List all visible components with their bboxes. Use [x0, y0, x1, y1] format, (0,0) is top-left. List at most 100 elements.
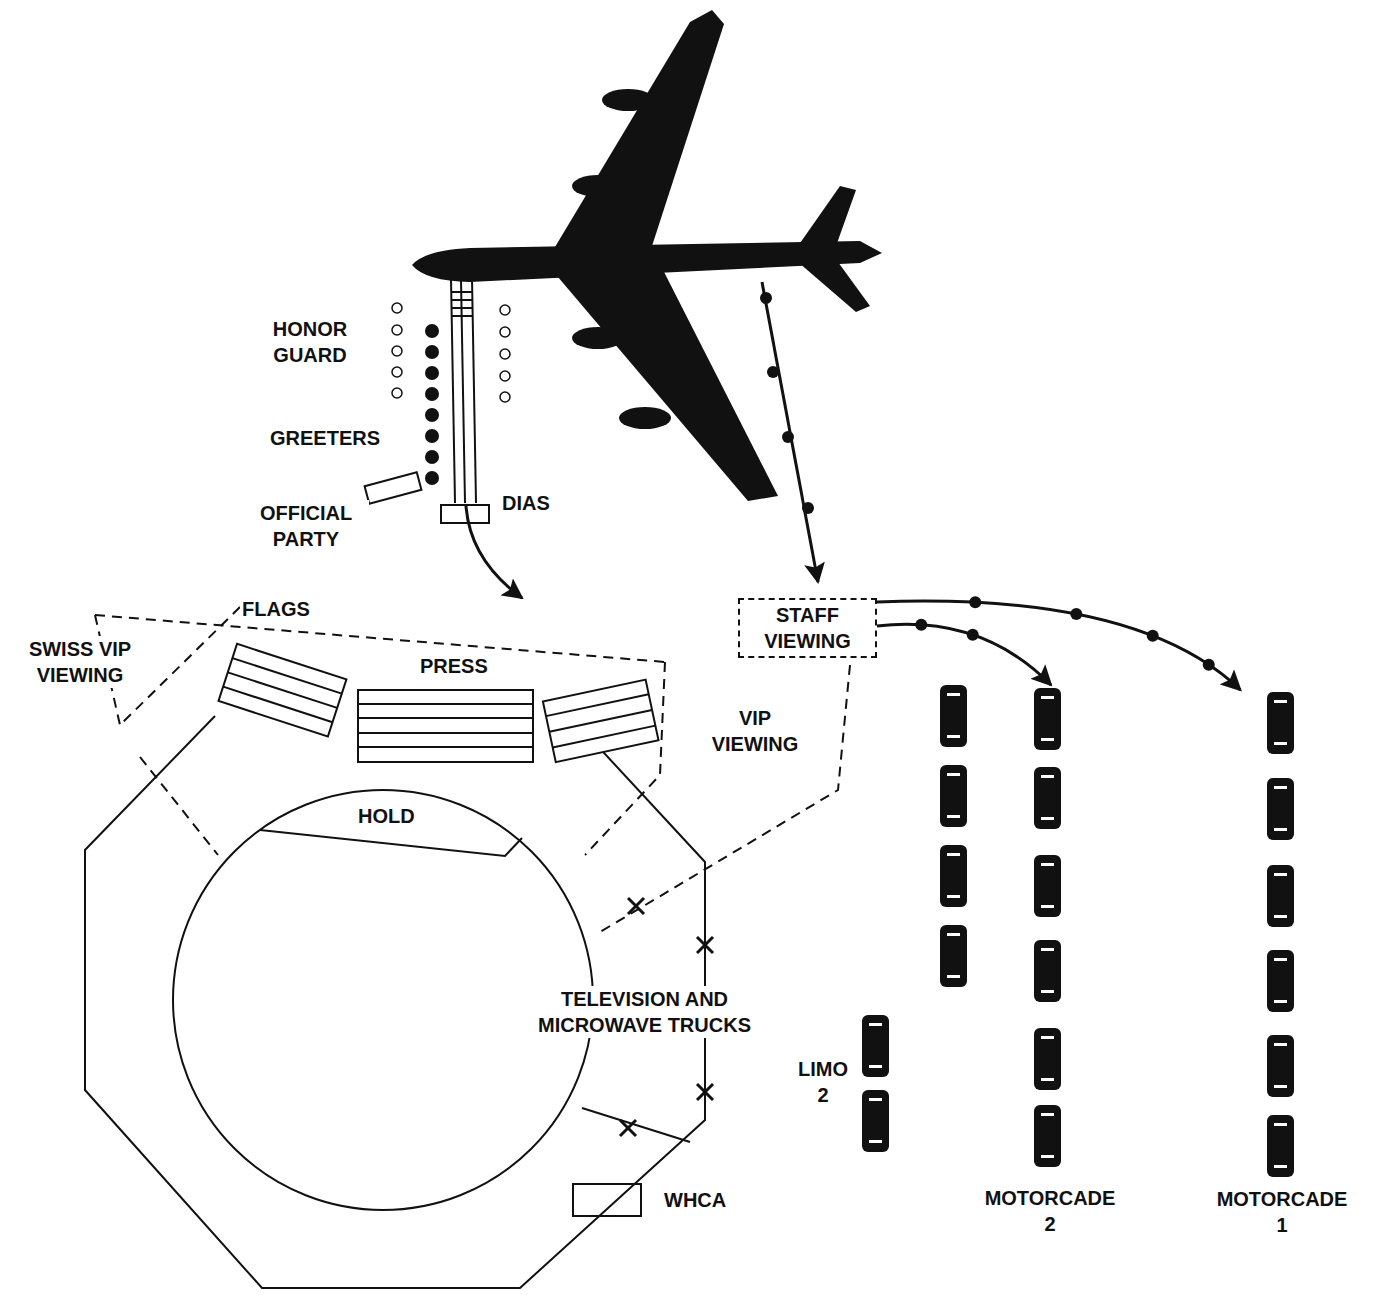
label-holder: VIP VIEWING — [700, 705, 810, 757]
label-holder: TELEVISION AND MICROWAVE TRUCKS — [532, 986, 757, 1038]
press-stands-part-part — [553, 726, 656, 748]
car-window — [1041, 738, 1054, 741]
car-symbol — [1267, 778, 1294, 840]
x-marks-part — [628, 898, 644, 914]
stairs-part — [451, 278, 455, 503]
stairs-part — [451, 315, 472, 317]
car-window — [869, 1023, 882, 1026]
unlabeled-cars-part — [940, 845, 967, 907]
unlabeled-cars-part — [947, 735, 960, 738]
car-symbol — [1034, 767, 1061, 829]
unlabeled-cars-part — [947, 975, 960, 978]
shape-label: LIMO 2 — [790, 1056, 856, 1108]
motorcade-column: MOTORCADE 1 — [1212, 690, 1354, 1245]
label-holder: PRESS — [418, 653, 508, 679]
car-window — [869, 1098, 882, 1101]
car-window — [1041, 1113, 1054, 1116]
press-stands-part-part — [543, 680, 659, 762]
car-window — [869, 1140, 882, 1143]
unlabeled-cars-part — [947, 815, 960, 818]
airplane-part — [572, 327, 624, 349]
arrow-dots-part — [782, 431, 794, 443]
shape-label: MOTORCADE 1 — [1212, 1186, 1352, 1238]
car-window — [1274, 873, 1287, 876]
octagon-and-circle-part — [173, 790, 593, 1210]
car-window — [1274, 915, 1287, 918]
car-symbol — [1034, 855, 1061, 917]
x-marks-part — [697, 1084, 713, 1100]
press-stands-part — [358, 732, 533, 734]
honor-guard-dots-part — [392, 303, 402, 313]
press-stands-part-part — [549, 710, 652, 732]
unlabeled-cars-part — [940, 925, 967, 987]
arrow-paths-part — [466, 506, 522, 598]
stairs-part — [451, 291, 472, 293]
honor-guard-dots-part — [500, 327, 510, 337]
label: FLAGS — [240, 596, 312, 622]
greeter-dots-part — [425, 471, 439, 485]
car-symbol — [1267, 1035, 1294, 1097]
car-window — [1274, 786, 1287, 789]
connector-dot — [1203, 659, 1215, 671]
press-stands-part-part — [232, 658, 341, 694]
connector-arrow — [877, 601, 1240, 690]
area-label: STAFF VIEWING — [748, 602, 867, 654]
honor-guard-dots-part — [500, 371, 510, 381]
car-window — [1274, 700, 1287, 703]
car-window — [1041, 1078, 1054, 1081]
outline-box — [440, 504, 490, 524]
stairs-part — [461, 280, 465, 503]
car-symbol — [1267, 865, 1294, 927]
greeter-dots — [425, 324, 439, 485]
press-stands-part-part — [546, 694, 649, 716]
car-symbol — [1034, 1028, 1061, 1090]
honor-guard-dots-part — [500, 349, 510, 359]
stairs-part — [451, 299, 472, 301]
airplane-part — [798, 262, 870, 312]
label-holder: HOLD — [356, 803, 436, 829]
connector-arrow — [877, 624, 1051, 685]
car-window — [1041, 696, 1054, 699]
stairs-part — [472, 278, 476, 503]
honor-guard-dots — [392, 303, 510, 402]
label: HONOR GUARD — [255, 316, 365, 368]
dashed-viewing-areas-part — [95, 615, 665, 662]
car-symbol — [862, 1090, 889, 1152]
greeter-dots-part — [425, 366, 439, 380]
shape-label: DIAS — [500, 490, 552, 516]
honor-guard-dots-part — [500, 392, 510, 402]
outline-box — [572, 1183, 642, 1217]
x-marks-part — [620, 1120, 636, 1136]
car-window — [1274, 828, 1287, 831]
airplane-part — [619, 407, 671, 429]
unlabeled-cars — [940, 685, 967, 987]
honor-guard-dots-part — [500, 305, 510, 315]
stairs — [451, 278, 476, 503]
car-symbol — [862, 1015, 889, 1077]
car-window — [1274, 1043, 1287, 1046]
car-window — [1274, 1000, 1287, 1003]
press-stands-part — [358, 690, 533, 762]
x-marks-part — [697, 1084, 713, 1100]
car-window — [1041, 905, 1054, 908]
unlabeled-cars-part — [940, 765, 967, 827]
whca-box: WHCA — [570, 1180, 740, 1222]
car-window — [1041, 775, 1054, 778]
stairs-part — [451, 307, 472, 309]
x-marks-part — [620, 1120, 636, 1136]
car-window — [1041, 990, 1054, 993]
label-holder: SWISS VIP VIEWING — [10, 636, 150, 688]
car-window — [1041, 817, 1054, 820]
arrow-paths-part — [762, 282, 818, 582]
airplane-part — [572, 175, 624, 197]
staff-viewing: STAFF VIEWING — [738, 598, 877, 658]
unlabeled-cars-part — [947, 693, 960, 696]
greeter-dots-part — [425, 345, 439, 359]
arrow-dots-part — [802, 502, 814, 514]
arrow-paths — [466, 282, 818, 598]
greeter-dots-part — [425, 408, 439, 422]
x-marks-part — [697, 937, 713, 953]
press-stands — [219, 644, 659, 762]
car-window — [1274, 1165, 1287, 1168]
